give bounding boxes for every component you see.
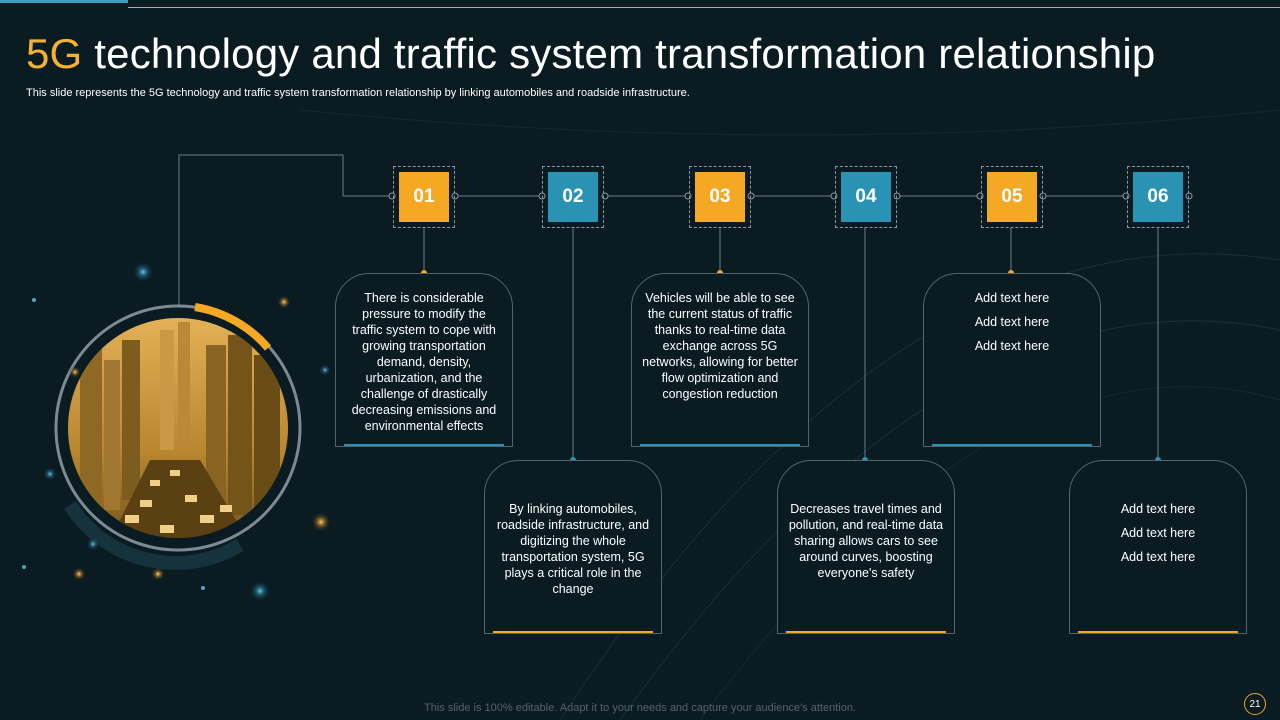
step-number: 06 xyxy=(1133,172,1183,222)
step-03: 03 xyxy=(689,166,751,228)
city-traffic-photo xyxy=(22,261,331,602)
card-04: Decreases travel times and pollution, an… xyxy=(777,460,955,634)
card-01-text: There is considerable pressure to modify… xyxy=(351,291,497,433)
card-05-line-3: Add text here xyxy=(974,339,1050,353)
card-06-line-1: Add text here xyxy=(1120,502,1196,516)
card-02: By linking automobiles, roadside infrast… xyxy=(484,460,662,634)
card-05-line-2: Add text here xyxy=(974,315,1050,329)
card-underline xyxy=(344,444,504,446)
title-rest: technology and traffic system transforma… xyxy=(82,30,1156,77)
card-underline xyxy=(932,444,1092,446)
step-number: 05 xyxy=(987,172,1037,222)
step-04: 04 xyxy=(835,166,897,228)
top-accent-blue xyxy=(0,0,128,3)
step-02: 02 xyxy=(542,166,604,228)
step-number: 03 xyxy=(695,172,745,222)
card-03: Vehicles will be able to see the current… xyxy=(631,273,809,447)
card-01: There is considerable pressure to modify… xyxy=(335,273,513,447)
card-06-line-3: Add text here xyxy=(1120,550,1196,564)
card-03-text: Vehicles will be able to see the current… xyxy=(642,291,798,401)
step-05: 05 xyxy=(981,166,1043,228)
footer-note: This slide is 100% editable. Adapt it to… xyxy=(424,702,856,714)
card-06-line-2: Add text here xyxy=(1120,526,1196,540)
card-underline xyxy=(493,631,653,633)
top-accent-gold xyxy=(128,7,1280,8)
card-05: Add text here Add text here Add text her… xyxy=(923,273,1101,447)
slide-title: 5G technology and traffic system transfo… xyxy=(26,30,1155,78)
step-01: 01 xyxy=(393,166,455,228)
step-number: 01 xyxy=(399,172,449,222)
card-underline xyxy=(1078,631,1238,633)
step-06: 06 xyxy=(1127,166,1189,228)
card-05-line-1: Add text here xyxy=(974,291,1050,305)
slide-subtitle: This slide represents the 5G technology … xyxy=(26,87,690,99)
page-number: 21 xyxy=(1244,693,1266,715)
card-02-text: By linking automobiles, roadside infrast… xyxy=(496,502,650,596)
card-underline xyxy=(786,631,946,633)
step-number: 02 xyxy=(548,172,598,222)
card-04-text: Decreases travel times and pollution, an… xyxy=(788,502,944,580)
card-underline xyxy=(640,444,800,446)
title-accent: 5G xyxy=(26,30,83,77)
step-number: 04 xyxy=(841,172,891,222)
card-06: Add text here Add text here Add text her… xyxy=(1069,460,1247,634)
